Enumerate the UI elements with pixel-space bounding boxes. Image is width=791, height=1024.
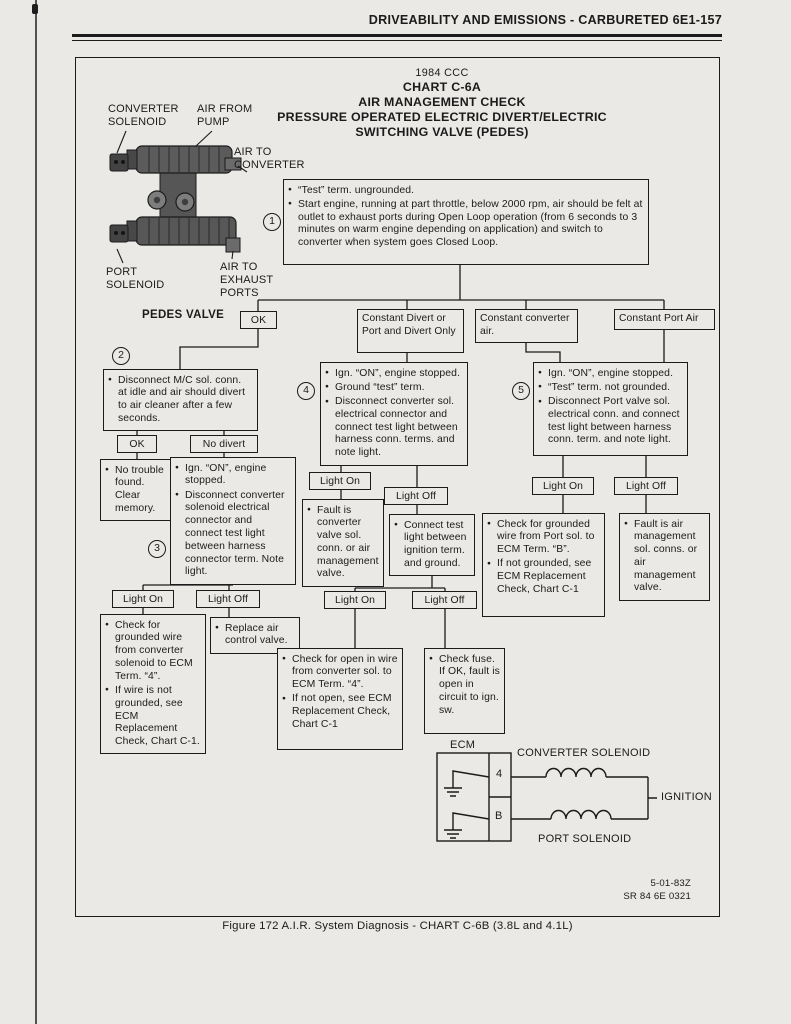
bullet-item: Disconnect M/C sol. conn. at idle and ai…	[108, 375, 253, 426]
port-solenoid-label: PORT SOLENOID	[106, 266, 165, 291]
bullet-item: Check for grounded wire from Port sol. t…	[487, 519, 600, 557]
step-circle-4: 4	[297, 382, 315, 400]
flow-box-constant-converter: Constant converter air.	[475, 309, 578, 343]
bullet-item: Replace air control valve.	[215, 623, 295, 649]
flow-tag-light-on-4: Light On	[309, 472, 371, 490]
bullet-item: If not grounded, see ECM Replacement Che…	[487, 558, 600, 596]
binding-mark	[32, 4, 38, 14]
flow-box-step2-action: Disconnect M/C sol. conn. at idle and ai…	[103, 369, 258, 432]
bullet-item: Check for open in wire from converter so…	[282, 654, 398, 692]
bullet-item: If not open, see ECM Replacement Check, …	[282, 693, 398, 731]
figure-caption: Figure 172 A.I.R. System Diagnosis - CHA…	[222, 920, 573, 932]
bullet-item: Ground “test” term.	[325, 382, 463, 395]
bullet-item: Ign. “ON”, engine stopped.	[538, 368, 683, 381]
converter-solenoid-schematic-label: CONVERTER SOLENOID	[517, 747, 651, 759]
air-to-converter-label: AIR TO CONVERTER	[234, 146, 305, 171]
air-to-exhaust-ports-label: AIR TO EXHAUST PORTS	[220, 261, 274, 299]
terminal-4-label: 4	[496, 768, 503, 780]
terminal-b-label: B	[495, 810, 503, 822]
bullet-item: Disconnect converter solenoid electrical…	[175, 490, 291, 580]
flow-box-light-off-5-result: Fault is air management sol. conns. or a…	[619, 513, 710, 601]
flow-tag-light-off-4b: Light Off	[412, 591, 477, 609]
revision-codes: 5-01-83Z SR 84 6E 0321	[551, 877, 691, 904]
flow-box-step4-action: Ign. “ON”, engine stopped. Ground “test”…	[320, 362, 468, 466]
flow-box-step3-action: Ign. “ON”, engine stopped. Disconnect co…	[170, 457, 296, 585]
step-circle-2: 2	[112, 347, 130, 365]
chart-subtitle-line1: PRESSURE OPERATED ELECTRIC DIVERT/ELECTR…	[277, 110, 607, 124]
bullet-item: If wire is not grounded, see ECM Replace…	[105, 685, 201, 749]
page-header: DRIVEABILITY AND EMISSIONS - CARBURETED …	[368, 13, 722, 27]
pedes-valve-label: PEDES VALVE	[142, 309, 225, 321]
header-rule-thick	[72, 34, 722, 37]
ignition-label: IGNITION	[661, 791, 712, 803]
converter-solenoid-label: CONVERTER SOLENOID	[108, 103, 179, 128]
step-circle-3: 3	[148, 540, 166, 558]
flow-tag-ok-2: OK	[117, 435, 157, 453]
flow-tag-light-on-3: Light On	[112, 590, 174, 608]
chart-number: CHART C-6A	[402, 80, 482, 94]
ecm-label: ECM	[450, 739, 476, 751]
step-circle-1: 1	[263, 213, 281, 231]
flow-box-light-on-3-result: Check for grounded wire from converter s…	[100, 614, 206, 755]
bullet-item: Connect test light between ignition term…	[394, 520, 470, 571]
flow-tag-light-on-4b: Light On	[324, 591, 386, 609]
code-line-2: SR 84 6E 0321	[623, 891, 691, 903]
bullet-item: Disconnect converter sol. electrical con…	[325, 396, 463, 460]
chart-name: AIR MANAGEMENT CHECK	[358, 95, 526, 109]
bullet-item: “Test” term. not grounded.	[538, 382, 683, 395]
page-binding-edge	[35, 0, 37, 1024]
flow-box-light-off-4b-result: Check fuse. If OK, fault is open in circ…	[424, 648, 505, 734]
header-rule-thin	[72, 40, 722, 41]
flow-box-constant-port: Constant Port Air	[614, 309, 715, 330]
bullet-item: No trouble found. Clear memory.	[105, 465, 171, 516]
bullet-item: Ign. “ON”, engine stopped.	[325, 368, 463, 381]
flow-box-light-on-5-result: Check for grounded wire from Port sol. t…	[482, 513, 605, 617]
bullet-item: Disconnect Port valve sol. electrical co…	[538, 396, 683, 447]
bullet-item: “Test” term. ungrounded.	[288, 185, 644, 198]
chart-title-block: 1984 CCC CHART C-6A AIR MANAGEMENT CHECK…	[243, 67, 641, 139]
flow-box-step5-action: Ign. “ON”, engine stopped. “Test” term. …	[533, 362, 688, 456]
flow-box-light-on-4-result: Fault is converter valve sol. conn. or a…	[302, 499, 384, 587]
bullet-item: Start engine, running at part throttle, …	[288, 199, 644, 250]
flow-box-constant-divert: Constant Divert or Port and Divert Only	[357, 309, 464, 353]
flow-tag-ok-top: OK	[240, 311, 277, 329]
flow-tag-light-off-3: Light Off	[196, 590, 260, 608]
flow-tag-light-on-5: Light On	[532, 477, 594, 495]
flow-tag-light-off-4: Light Off	[384, 487, 448, 505]
bullet-item: Fault is converter valve sol. conn. or a…	[307, 505, 379, 582]
code-line-1: 5-01-83Z	[650, 878, 691, 889]
flow-tag-light-off-5: Light Off	[614, 477, 678, 495]
bullet-item: Check fuse. If OK, fault is open in circ…	[429, 654, 500, 718]
bullet-item: Check for grounded wire from converter s…	[105, 620, 201, 684]
flow-tag-no-divert: No divert	[190, 435, 258, 453]
bullet-item: Fault is air management sol. conns. or a…	[624, 519, 705, 596]
flow-box-light-off-4-result: Connect test light between ignition term…	[389, 514, 475, 577]
flow-box-light-off-3-result: Replace air control valve.	[210, 617, 300, 654]
flow-box-no-trouble: No trouble found. Clear memory.	[100, 459, 176, 522]
chart-year: 1984 CCC	[415, 67, 469, 79]
port-solenoid-schematic-label: PORT SOLENOID	[538, 833, 632, 845]
bullet-item: Ign. “ON”, engine stopped.	[175, 463, 291, 489]
chart-subtitle-line2: SWITCHING VALVE (PEDES)	[355, 125, 529, 139]
chart-border	[75, 57, 720, 917]
air-from-pump-label: AIR FROM PUMP	[197, 103, 253, 128]
step-circle-5: 5	[512, 382, 530, 400]
flow-box-step1-note: “Test” term. ungrounded. Start engine, r…	[283, 179, 649, 265]
flow-box-light-on-4b-result: Check for open in wire from converter so…	[277, 648, 403, 750]
